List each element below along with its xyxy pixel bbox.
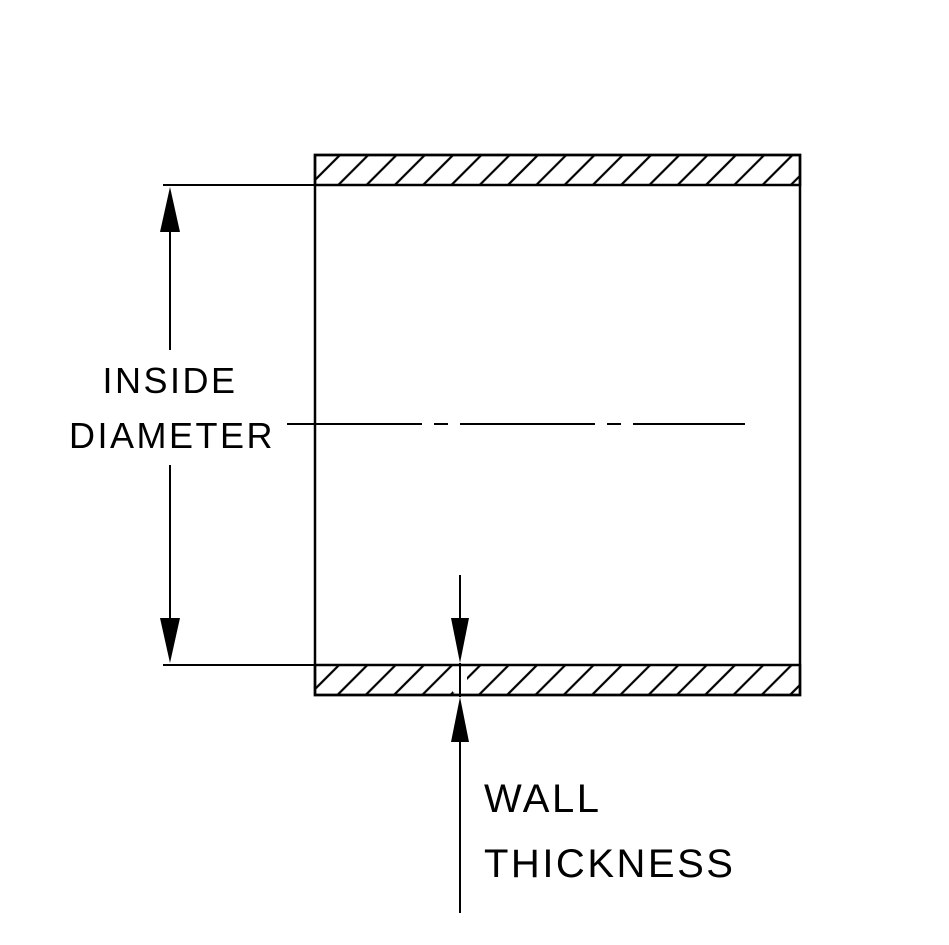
wall-thickness-label-line2: THICKNESS <box>484 842 735 886</box>
inside-diameter-arrow-up-icon <box>160 187 180 232</box>
inside-diameter-arrow-down-icon <box>160 618 180 663</box>
tube-bottom-wall-hatch <box>313 663 802 697</box>
wall-thickness-label-line1: WALL <box>484 777 601 821</box>
wall-thickness-arrow-down-icon <box>451 618 469 663</box>
wall-thickness-arrow-up-icon <box>451 697 469 742</box>
inside-diameter-label-line2: DIAMETER <box>69 415 275 456</box>
tube-top-wall-hatch <box>313 153 802 187</box>
inside-diameter-label-line1: INSIDE <box>102 360 237 401</box>
